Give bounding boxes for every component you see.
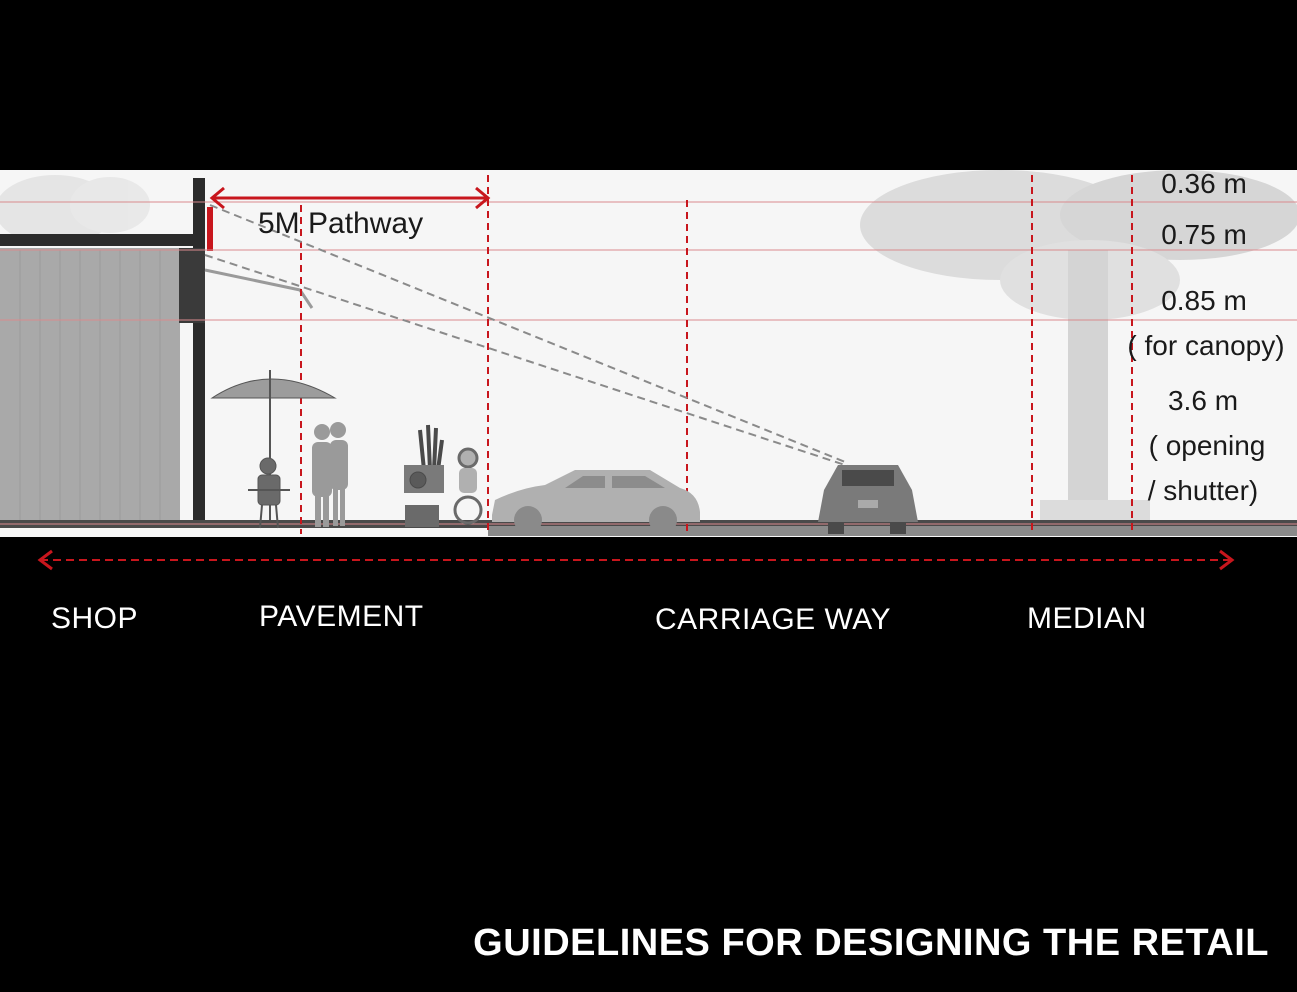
canopy-board (207, 207, 213, 251)
shutter-box (179, 248, 205, 323)
zone-label-shop: SHOP (51, 602, 139, 635)
background-tree-right (860, 170, 1297, 535)
zone-label-pavement: PAVEMENT (259, 600, 424, 633)
zone-dividers (300, 175, 1133, 534)
dim-shutter-note: / shutter) (1148, 475, 1258, 506)
planter-figure (404, 424, 444, 527)
dim-0-36: 0.36 m (1161, 168, 1247, 199)
cyclist-figure (453, 447, 483, 525)
shop-building (0, 178, 314, 523)
background-tree-left (0, 175, 150, 245)
zone-label-median: MEDIAN (1027, 602, 1147, 635)
shop-parapet (193, 178, 205, 523)
car-side-view (492, 470, 700, 534)
standing-people (312, 422, 348, 527)
shop-roof-slab (0, 234, 200, 246)
car-rear-view (818, 465, 918, 534)
pathway-label: 5M Pathway (258, 207, 423, 240)
dim-canopy-note: ( for canopy) (1127, 330, 1284, 361)
dim-0-85: 0.85 m (1161, 285, 1247, 316)
dim-0-75: 0.75 m (1161, 219, 1247, 250)
sight-lines (204, 204, 849, 467)
dim-opening-note: ( opening (1149, 430, 1266, 461)
pathway-dimension-arrow (209, 186, 491, 210)
slide-title: GUIDELINES FOR DESIGNING THE RETAIL (473, 922, 1269, 964)
umbrella-cafe-figure (210, 370, 337, 529)
overall-span-arrow (37, 549, 1235, 571)
shop-wall (0, 248, 180, 523)
zone-label-carriage-way: CARRIAGE WAY (655, 603, 892, 636)
dim-3-6: 3.6 m (1168, 385, 1238, 416)
